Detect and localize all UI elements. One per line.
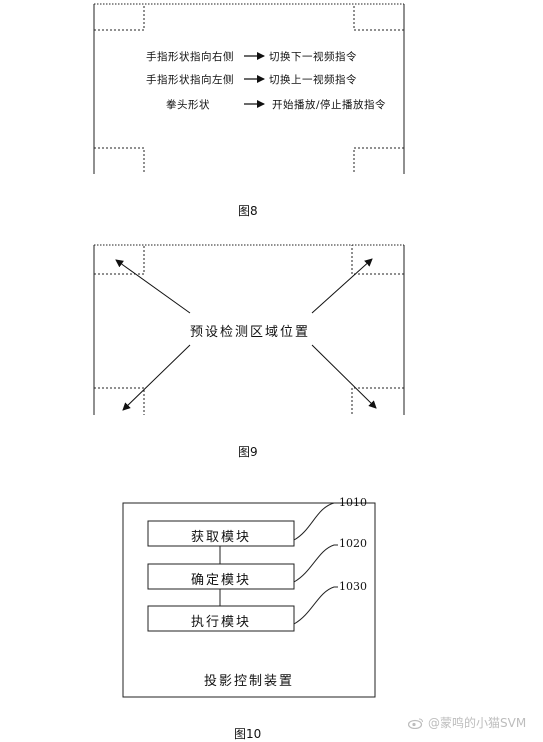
ref-1010: 1010: [339, 496, 367, 509]
watermark: @蒙鸣的小猫SVM: [408, 714, 526, 731]
module-label-acquire: 获取模块: [190, 530, 251, 545]
arrow-top-right: [311, 258, 373, 314]
arrow-bottom-left: [122, 344, 191, 411]
figure8-gesture-2: 手指形状指向左侧: [146, 74, 234, 86]
figure10-caption: 图10: [234, 727, 262, 741]
figure8-arrows: [244, 52, 265, 108]
figure9-arrows: [115, 258, 377, 411]
figure8-command-3: 开始播放/停止播放指令: [272, 99, 387, 111]
device-box: [122, 502, 376, 698]
figure9-caption: 图9: [238, 445, 258, 459]
figure8-gesture-3: 拳头形状: [166, 99, 210, 111]
module-label-execute: 执行模块: [190, 615, 251, 630]
figure8-gesture-1: 手指形状指向右侧: [146, 51, 234, 63]
ref-1020: 1020: [339, 537, 367, 550]
device-label: 投影控制装置: [203, 674, 294, 689]
ref-1030: 1030: [339, 580, 367, 593]
arrow-bottom-right: [311, 344, 377, 409]
figure8-frame: [93, 3, 405, 174]
module-box-3: [147, 605, 295, 632]
figure8-caption: 图8: [238, 204, 258, 218]
leader-1020: [293, 544, 338, 583]
arrow-top-left: [115, 259, 191, 314]
figure9-frame: [93, 244, 405, 415]
module-label-determine: 确定模块: [190, 573, 251, 588]
figure8-command-1: 切换下一视频指令: [269, 51, 357, 63]
watermark-text: @蒙鸣的小猫SVM: [428, 716, 527, 730]
module-box-2: [147, 563, 295, 590]
figure9-center-label: 预设检测区域位置: [190, 325, 311, 340]
figure8-command-2: 切换上一视频指令: [269, 74, 357, 86]
leader-1010: [293, 502, 338, 541]
leader-1030: [293, 586, 338, 625]
module-box-1: [147, 520, 295, 547]
figure10-diagram: [122, 502, 376, 698]
weibo-icon: [408, 717, 424, 729]
